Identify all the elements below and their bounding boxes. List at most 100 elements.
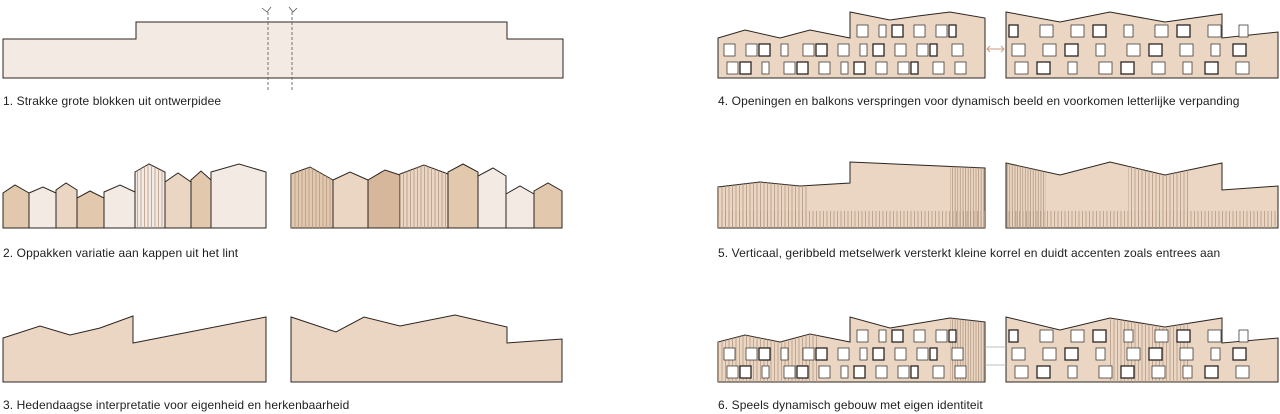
window-opening [1042, 43, 1057, 57]
window-opening [1067, 365, 1078, 379]
caption-6: 6. Speels dynamisch gebouw met eigen ide… [718, 398, 983, 412]
window-opening [1179, 43, 1194, 57]
panel-2-left-house-4 [76, 190, 105, 229]
window-opening [856, 24, 869, 38]
window-opening [1064, 347, 1079, 361]
panel-6-combined [717, 316, 1279, 383]
window-opening [948, 24, 957, 38]
panel-6-connector [985, 346, 1006, 366]
window-opening [1210, 43, 1221, 57]
window-opening [1067, 61, 1078, 75]
window-opening [853, 61, 866, 75]
window-opening [837, 347, 850, 361]
window-opening [1235, 61, 1250, 75]
window-opening [910, 365, 919, 379]
window-opening [1008, 329, 1019, 343]
panel-6-windows [723, 329, 1250, 379]
window-opening [1095, 347, 1106, 361]
panel-2-left-house-1 [2, 184, 30, 229]
panel-2-left-house-3 [55, 182, 78, 229]
panel-2-roof-variation [2, 163, 563, 229]
window-opening [761, 61, 770, 75]
window-opening [932, 61, 945, 75]
window-opening [783, 61, 796, 75]
window-opening [780, 43, 789, 57]
window-opening [1120, 365, 1135, 379]
window-opening [726, 365, 739, 379]
window-opening [837, 43, 850, 57]
panel-2-right-house-8 [533, 182, 563, 229]
window-opening [1238, 329, 1249, 343]
window-opening [1204, 365, 1219, 379]
panel-2-right-house-7 [505, 185, 535, 229]
window-opening [878, 24, 887, 38]
window-opening [796, 365, 809, 379]
window-opening [1151, 61, 1166, 75]
window-opening [802, 347, 815, 361]
window-opening [1148, 43, 1163, 57]
window-opening [875, 365, 888, 379]
window-opening [916, 347, 929, 361]
window-opening [951, 347, 964, 361]
window-opening [840, 365, 849, 379]
window-opening [745, 43, 758, 57]
panel-2-left-house-5 [103, 184, 136, 229]
window-opening [853, 365, 866, 379]
window-opening [739, 61, 752, 75]
window-opening [1126, 43, 1141, 57]
window-opening [875, 61, 888, 75]
window-opening [954, 365, 967, 379]
window-opening [723, 43, 736, 57]
window-opening [916, 43, 929, 57]
window-opening [1179, 347, 1194, 361]
window-opening [872, 347, 885, 361]
window-opening [840, 61, 849, 75]
window-opening [1092, 24, 1107, 38]
window-opening [1126, 347, 1141, 361]
panel-1-block-diagram [2, 6, 564, 90]
window-opening [948, 329, 957, 343]
window-opening [726, 61, 739, 75]
window-opening [1098, 61, 1113, 75]
window-opening [1207, 24, 1222, 38]
window-opening [856, 329, 869, 343]
window-opening [1014, 365, 1029, 379]
window-opening [1123, 329, 1134, 343]
window-opening [1092, 329, 1107, 343]
caption-1: 1. Strakke grote blokken uit ontwerpidee [3, 94, 222, 108]
caption-4: 4. Openingen en balkons verspringen voor… [718, 94, 1240, 108]
window-opening [796, 61, 809, 75]
window-opening [1176, 329, 1191, 343]
window-opening [1008, 24, 1019, 38]
window-opening [723, 347, 736, 361]
window-opening [859, 347, 868, 361]
window-opening [1120, 61, 1135, 75]
window-opening [1232, 43, 1247, 57]
window-opening [1182, 365, 1193, 379]
window-opening [1176, 24, 1191, 38]
window-opening [1011, 347, 1026, 361]
window-opening [1098, 365, 1113, 379]
panel-3-left-facade [2, 315, 267, 383]
window-opening [897, 61, 910, 75]
window-opening [935, 329, 948, 343]
window-opening [951, 43, 964, 57]
window-opening [1123, 24, 1134, 38]
window-opening [1036, 365, 1051, 379]
window-opening [1064, 43, 1079, 57]
panel-6-right-ribbing [1108, 317, 1188, 382]
window-opening [894, 347, 907, 361]
panel-4-openings [717, 11, 1279, 79]
caption-2: 2. Oppakken variatie aan kappen uit het … [3, 246, 239, 260]
caption-3: 3. Hedendaagse interpretatie voor eigenh… [3, 398, 350, 412]
window-opening [891, 24, 904, 38]
window-opening [1070, 24, 1085, 38]
window-opening [1039, 24, 1054, 38]
window-opening [929, 43, 938, 57]
panel-4-windows [723, 24, 1250, 75]
panel-2-right-house-5 [447, 163, 479, 229]
window-opening [815, 347, 828, 361]
window-opening [1148, 347, 1163, 361]
panel-2-right-house-2 [332, 171, 369, 229]
